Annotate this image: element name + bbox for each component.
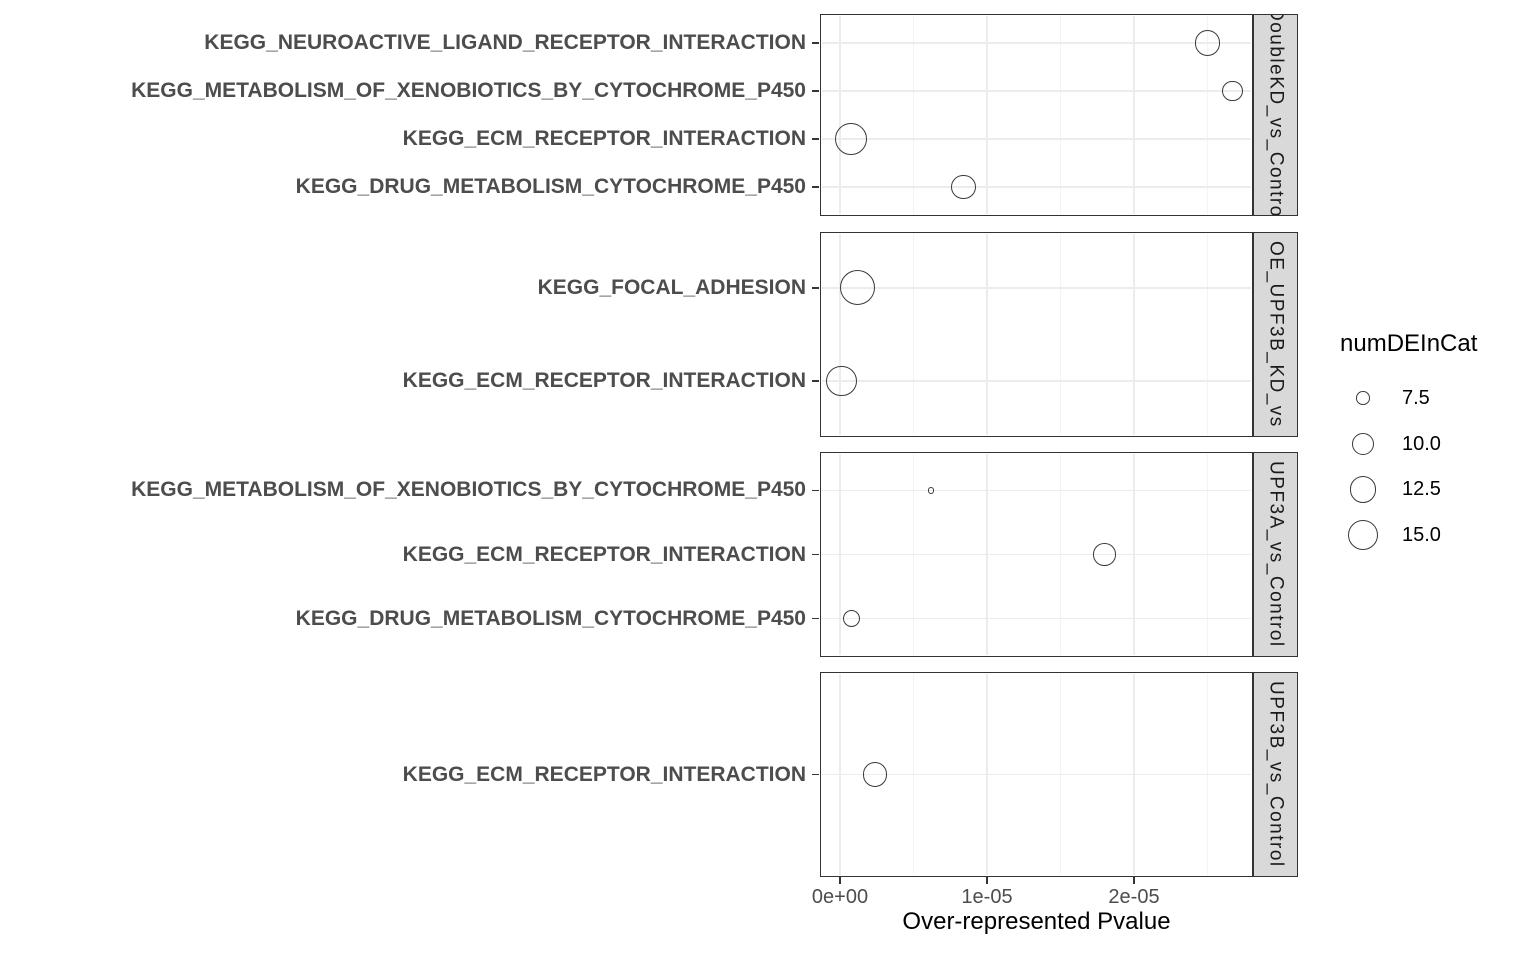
x-axis-tick	[1133, 877, 1135, 884]
gridline-major-horizontal	[822, 90, 1251, 92]
gridline-major-horizontal	[822, 617, 1251, 620]
y-axis-tick	[812, 90, 819, 92]
data-point	[843, 610, 861, 628]
gridline-major-vertical	[839, 234, 841, 435]
x-axis-tick-label: 0e+00	[811, 886, 869, 908]
data-point	[835, 123, 867, 155]
facet-strip: UPF3A_vs_Control	[1253, 452, 1298, 657]
legend-size-circle	[1347, 519, 1379, 551]
y-axis-tick	[812, 617, 819, 620]
data-point	[951, 175, 976, 200]
gridline-major-vertical	[986, 234, 988, 435]
y-axis-label: KEGG_METABOLISM_OF_XENOBIOTICS_BY_CYTOCH…	[131, 478, 806, 502]
gridline-major-horizontal	[822, 138, 1251, 140]
y-axis-tick	[812, 489, 819, 492]
y-axis-label: KEGG_NEUROACTIVE_LIGAND_RECEPTOR_INTERAC…	[204, 30, 806, 54]
y-axis-label: KEGG_ECM_RECEPTOR_INTERACTION	[402, 369, 806, 393]
y-axis-label: KEGG_ECM_RECEPTOR_INTERACTION	[402, 762, 806, 786]
legend-size-circle	[1356, 391, 1370, 405]
legend-size-circle	[1351, 432, 1375, 455]
legend-size-label: 10.0	[1402, 432, 1441, 455]
x-axis-tick	[839, 877, 841, 884]
data-point	[1194, 29, 1221, 56]
gridline-minor-vertical	[1207, 234, 1208, 435]
y-axis-label: KEGG_METABOLISM_OF_XENOBIOTICS_BY_CYTOCH…	[131, 78, 806, 102]
x-axis-title: Over-represented Pvalue	[902, 908, 1171, 935]
x-axis-tick-label: 2e-05	[1108, 886, 1160, 908]
y-axis-label: KEGG_ECM_RECEPTOR_INTERACTION	[402, 542, 806, 566]
gridline-minor-vertical	[1060, 234, 1061, 435]
facet-strip-label: UPF3A_vs_Control	[1265, 461, 1287, 648]
gridline-major-horizontal	[822, 380, 1251, 382]
legend-size-label: 15.0	[1402, 524, 1441, 547]
gridline-major-horizontal	[822, 773, 1251, 776]
legend-size-label: 12.5	[1402, 478, 1441, 501]
legend-size-label: 7.5	[1402, 387, 1430, 409]
gridline-minor-vertical	[1207, 16, 1208, 214]
gridline-major-horizontal	[822, 287, 1251, 289]
facet-panel	[820, 14, 1253, 216]
gridline-major-vertical	[986, 16, 988, 214]
gridline-major-horizontal	[822, 489, 1251, 492]
facet-strip-label: UPF3B_vs_Control	[1265, 681, 1287, 868]
y-axis-label: KEGG_DRUG_METABOLISM_CYTOCHROME_P450	[295, 175, 806, 199]
facet-strip: DoubleKD_vs_Control	[1253, 14, 1298, 216]
y-axis-label: KEGG_ECM_RECEPTOR_INTERACTION	[402, 127, 806, 151]
y-axis-tick	[812, 773, 819, 776]
gridline-major-horizontal	[822, 553, 1251, 556]
facet-strip: OE_UPF3B_KD_vs	[1253, 232, 1298, 437]
y-axis-tick	[812, 186, 819, 188]
gridline-major-horizontal	[822, 42, 1251, 44]
y-axis-label: KEGG_DRUG_METABOLISM_CYTOCHROME_P450	[295, 606, 806, 630]
data-point	[863, 762, 888, 787]
data-point	[826, 365, 857, 397]
facet-strip-label: OE_UPF3B_KD_vs	[1265, 241, 1287, 428]
legend-title: numDEInCat	[1340, 330, 1478, 357]
gridline-major-vertical	[1133, 234, 1135, 435]
facet-strip-label: DoubleKD_vs_Control	[1265, 14, 1287, 216]
gridline-major-vertical	[839, 16, 841, 214]
y-axis-tick	[812, 553, 819, 556]
facet-panel	[820, 232, 1253, 437]
y-axis-tick	[812, 287, 819, 289]
legend-size-circle	[1349, 476, 1377, 503]
gridline-major-horizontal	[822, 186, 1251, 188]
gridline-minor-vertical	[1060, 16, 1061, 214]
gridline-major-vertical	[1133, 16, 1135, 214]
gridline-minor-vertical	[913, 16, 914, 214]
data-point	[927, 487, 935, 494]
y-axis-label: KEGG_FOCAL_ADHESION	[537, 275, 806, 299]
gridline-minor-vertical	[913, 234, 914, 435]
x-axis-tick	[986, 877, 988, 884]
y-axis-tick	[812, 138, 819, 140]
data-point	[1222, 80, 1243, 102]
data-point	[1093, 543, 1116, 566]
y-axis-tick	[812, 42, 819, 44]
facet-strip: UPF3B_vs_Control	[1253, 672, 1298, 877]
data-point	[840, 270, 876, 306]
x-axis-tick-label: 1e-05	[961, 886, 1013, 908]
y-axis-tick	[812, 380, 819, 382]
